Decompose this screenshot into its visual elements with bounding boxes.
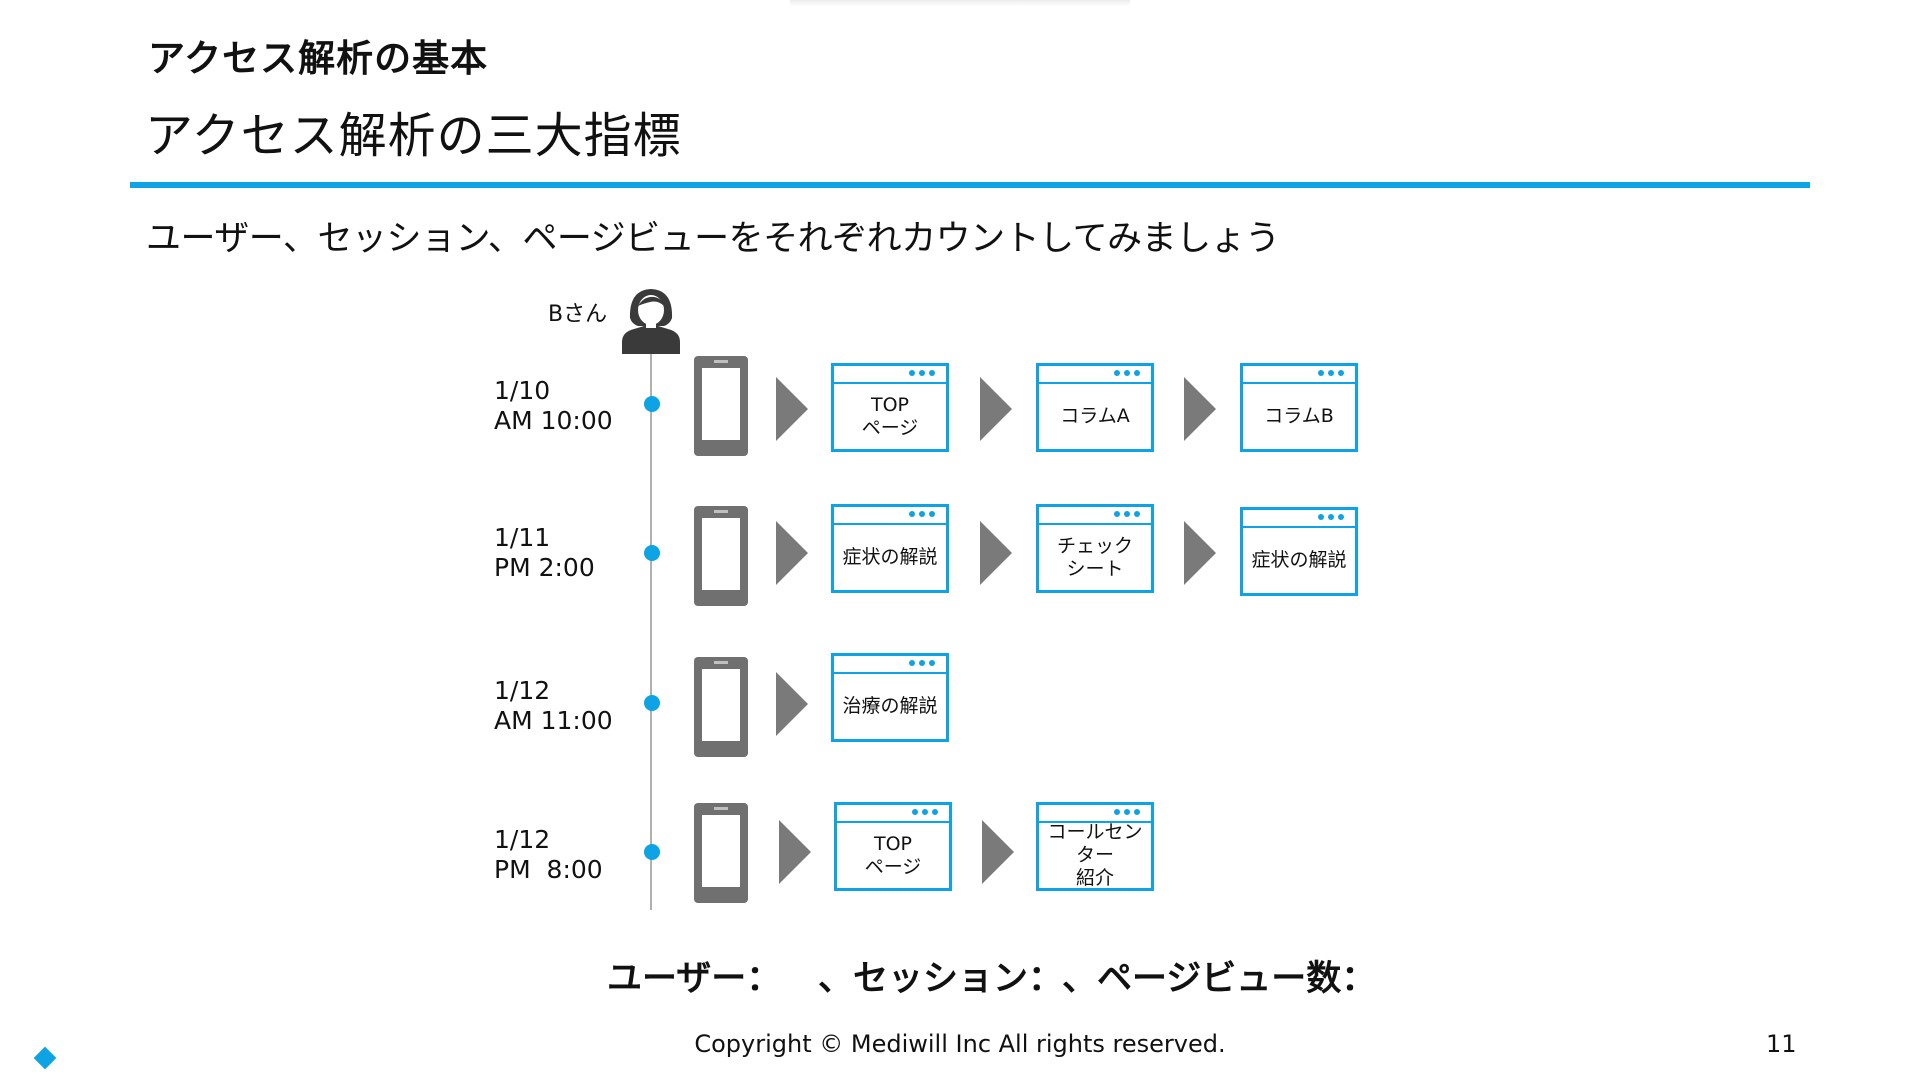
- page-card-label: 治療の解説: [842, 695, 938, 717]
- page-card: チェック シート: [1036, 504, 1154, 593]
- page-number: 11: [1766, 1030, 1797, 1058]
- page-card: TOP ページ: [834, 802, 952, 891]
- page-card-label: コラムA: [1060, 405, 1130, 427]
- arrow-right-icon: [1184, 521, 1216, 585]
- page-card: 症状の解説: [831, 504, 949, 593]
- smartphone-icon: [694, 506, 748, 606]
- page-card-label: TOP ページ: [864, 832, 922, 878]
- page-card: コラムA: [1036, 363, 1154, 452]
- session-date-4: 1/12 PM 8:00: [494, 825, 603, 884]
- page-card-label: コラムB: [1264, 405, 1334, 427]
- arrow-right-icon: [980, 377, 1012, 441]
- arrow-right-icon: [1184, 377, 1216, 441]
- session-date-2: 1/11 PM 2:00: [494, 523, 595, 582]
- page-card: コールセンター 紹介: [1036, 802, 1154, 891]
- arrow-right-icon: [779, 820, 811, 884]
- page-card: コラムB: [1240, 363, 1358, 452]
- timeline-dot: [644, 844, 660, 860]
- arrow-right-icon: [980, 521, 1012, 585]
- instruction-text: ユーザー、セッション、ページビューをそれぞれカウントしてみましょう: [146, 219, 1280, 259]
- page-card: 症状の解説: [1240, 507, 1358, 596]
- section-title: アクセス解析の基本: [148, 37, 489, 80]
- slide-title: アクセス解析の三大指標: [145, 108, 682, 164]
- users-count-label: ユーザー：: [607, 959, 782, 999]
- page-card: TOP ページ: [831, 363, 949, 452]
- page-card-label: チェック シート: [1056, 534, 1133, 580]
- smartphone-icon: [694, 657, 748, 757]
- page-card-label: コールセンター 紹介: [1047, 821, 1143, 889]
- pageviews-count-label: 、ページビュー数：: [1062, 959, 1377, 999]
- title-divider: [130, 182, 1810, 188]
- arrow-right-icon: [776, 377, 808, 441]
- page-card-label: TOP ページ: [861, 393, 919, 439]
- top-shadow: [790, 0, 1130, 6]
- user-female-icon: [622, 289, 680, 354]
- arrow-right-icon: [776, 672, 808, 736]
- smartphone-icon: [694, 356, 748, 456]
- person-label: Bさん: [548, 302, 608, 327]
- session-date-1: 1/10 AM 10:00: [494, 376, 613, 435]
- timeline-dot: [644, 545, 660, 561]
- page-card: 治療の解説: [831, 653, 949, 742]
- session-date-3: 1/12 AM 11:00: [494, 676, 613, 735]
- timeline-axis: [650, 354, 652, 910]
- page-card-label: 症状の解説: [842, 546, 938, 568]
- timeline-dot: [644, 396, 660, 412]
- page-card-label: 症状の解説: [1251, 549, 1347, 571]
- arrow-right-icon: [982, 820, 1014, 884]
- timeline-dot: [644, 695, 660, 711]
- sessions-count-label: 、セッション：: [818, 959, 1064, 999]
- copyright-text: Copyright © Mediwill Inc All rights rese…: [694, 1030, 1226, 1058]
- arrow-right-icon: [776, 521, 808, 585]
- smartphone-icon: [694, 803, 748, 903]
